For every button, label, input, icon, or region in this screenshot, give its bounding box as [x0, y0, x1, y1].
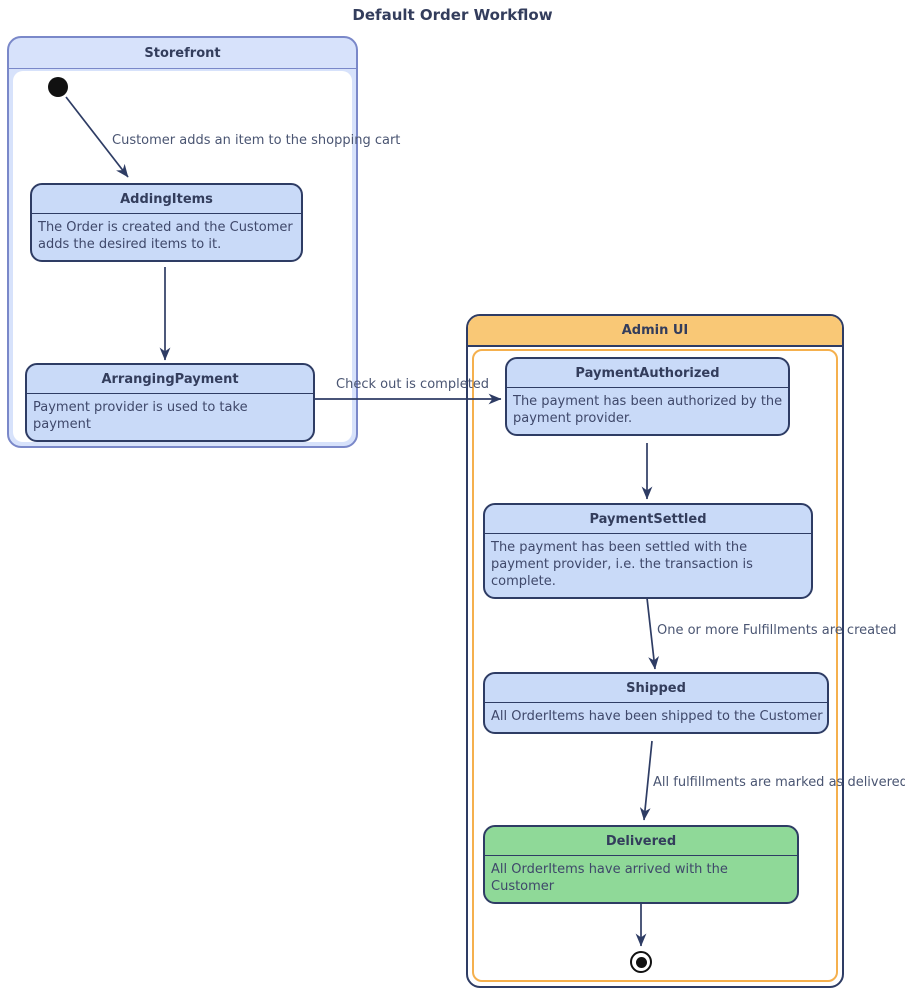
transition-label-checkout: Check out is completed: [336, 377, 490, 392]
state-payment-authorized-description: The payment has been authorized by the p…: [513, 394, 783, 426]
initial-state-icon: [48, 77, 68, 97]
state-payment-settled-title: PaymentSettled: [485, 505, 811, 534]
state-adding-items-description: The Order is created and the Customer ad…: [38, 220, 293, 252]
state-arranging-payment-title: ArrangingPayment: [27, 365, 313, 394]
page-title: Default Order Workflow: [352, 6, 553, 24]
transition-label-add-item: Customer adds an item to the shopping ca…: [112, 133, 401, 148]
state-payment-authorized-title: PaymentAuthorized: [507, 359, 788, 388]
state-shipped-title: Shipped: [485, 674, 827, 703]
state-adding-items: AddingItems The Order is created and the…: [30, 183, 303, 262]
state-shipped: Shipped All OrderItems have been shipped…: [483, 672, 829, 734]
state-delivered-title: Delivered: [485, 827, 797, 856]
admin-ui-container-title: Admin UI: [621, 323, 689, 338]
storefront-container-title: Storefront: [144, 45, 221, 61]
final-state-icon: [630, 951, 652, 973]
state-delivered: Delivered All OrderItems have arrived wi…: [483, 825, 799, 904]
state-adding-items-title: AddingItems: [32, 185, 301, 214]
storefront-container-header: Storefront: [9, 38, 356, 69]
state-payment-settled-description: The payment has been settled with the pa…: [491, 540, 753, 589]
state-payment-settled: PaymentSettled The payment has been sett…: [483, 503, 813, 599]
transition-label-marked-delivered: All fulfillments are marked as delivered: [653, 775, 905, 790]
state-delivered-description: All OrderItems have arrived with the Cus…: [491, 862, 728, 894]
final-state-inner-dot: [635, 956, 647, 968]
state-payment-authorized: PaymentAuthorized The payment has been a…: [505, 357, 790, 436]
state-shipped-description: All OrderItems have been shipped to the …: [491, 709, 823, 724]
admin-ui-container-header: Admin UI: [468, 316, 842, 347]
state-arranging-payment-description: Payment provider is used to take payment: [33, 400, 248, 432]
state-arranging-payment: ArrangingPayment Payment provider is use…: [25, 363, 315, 442]
transition-label-fulfillments-created: One or more Fulfillments are created: [657, 623, 897, 638]
